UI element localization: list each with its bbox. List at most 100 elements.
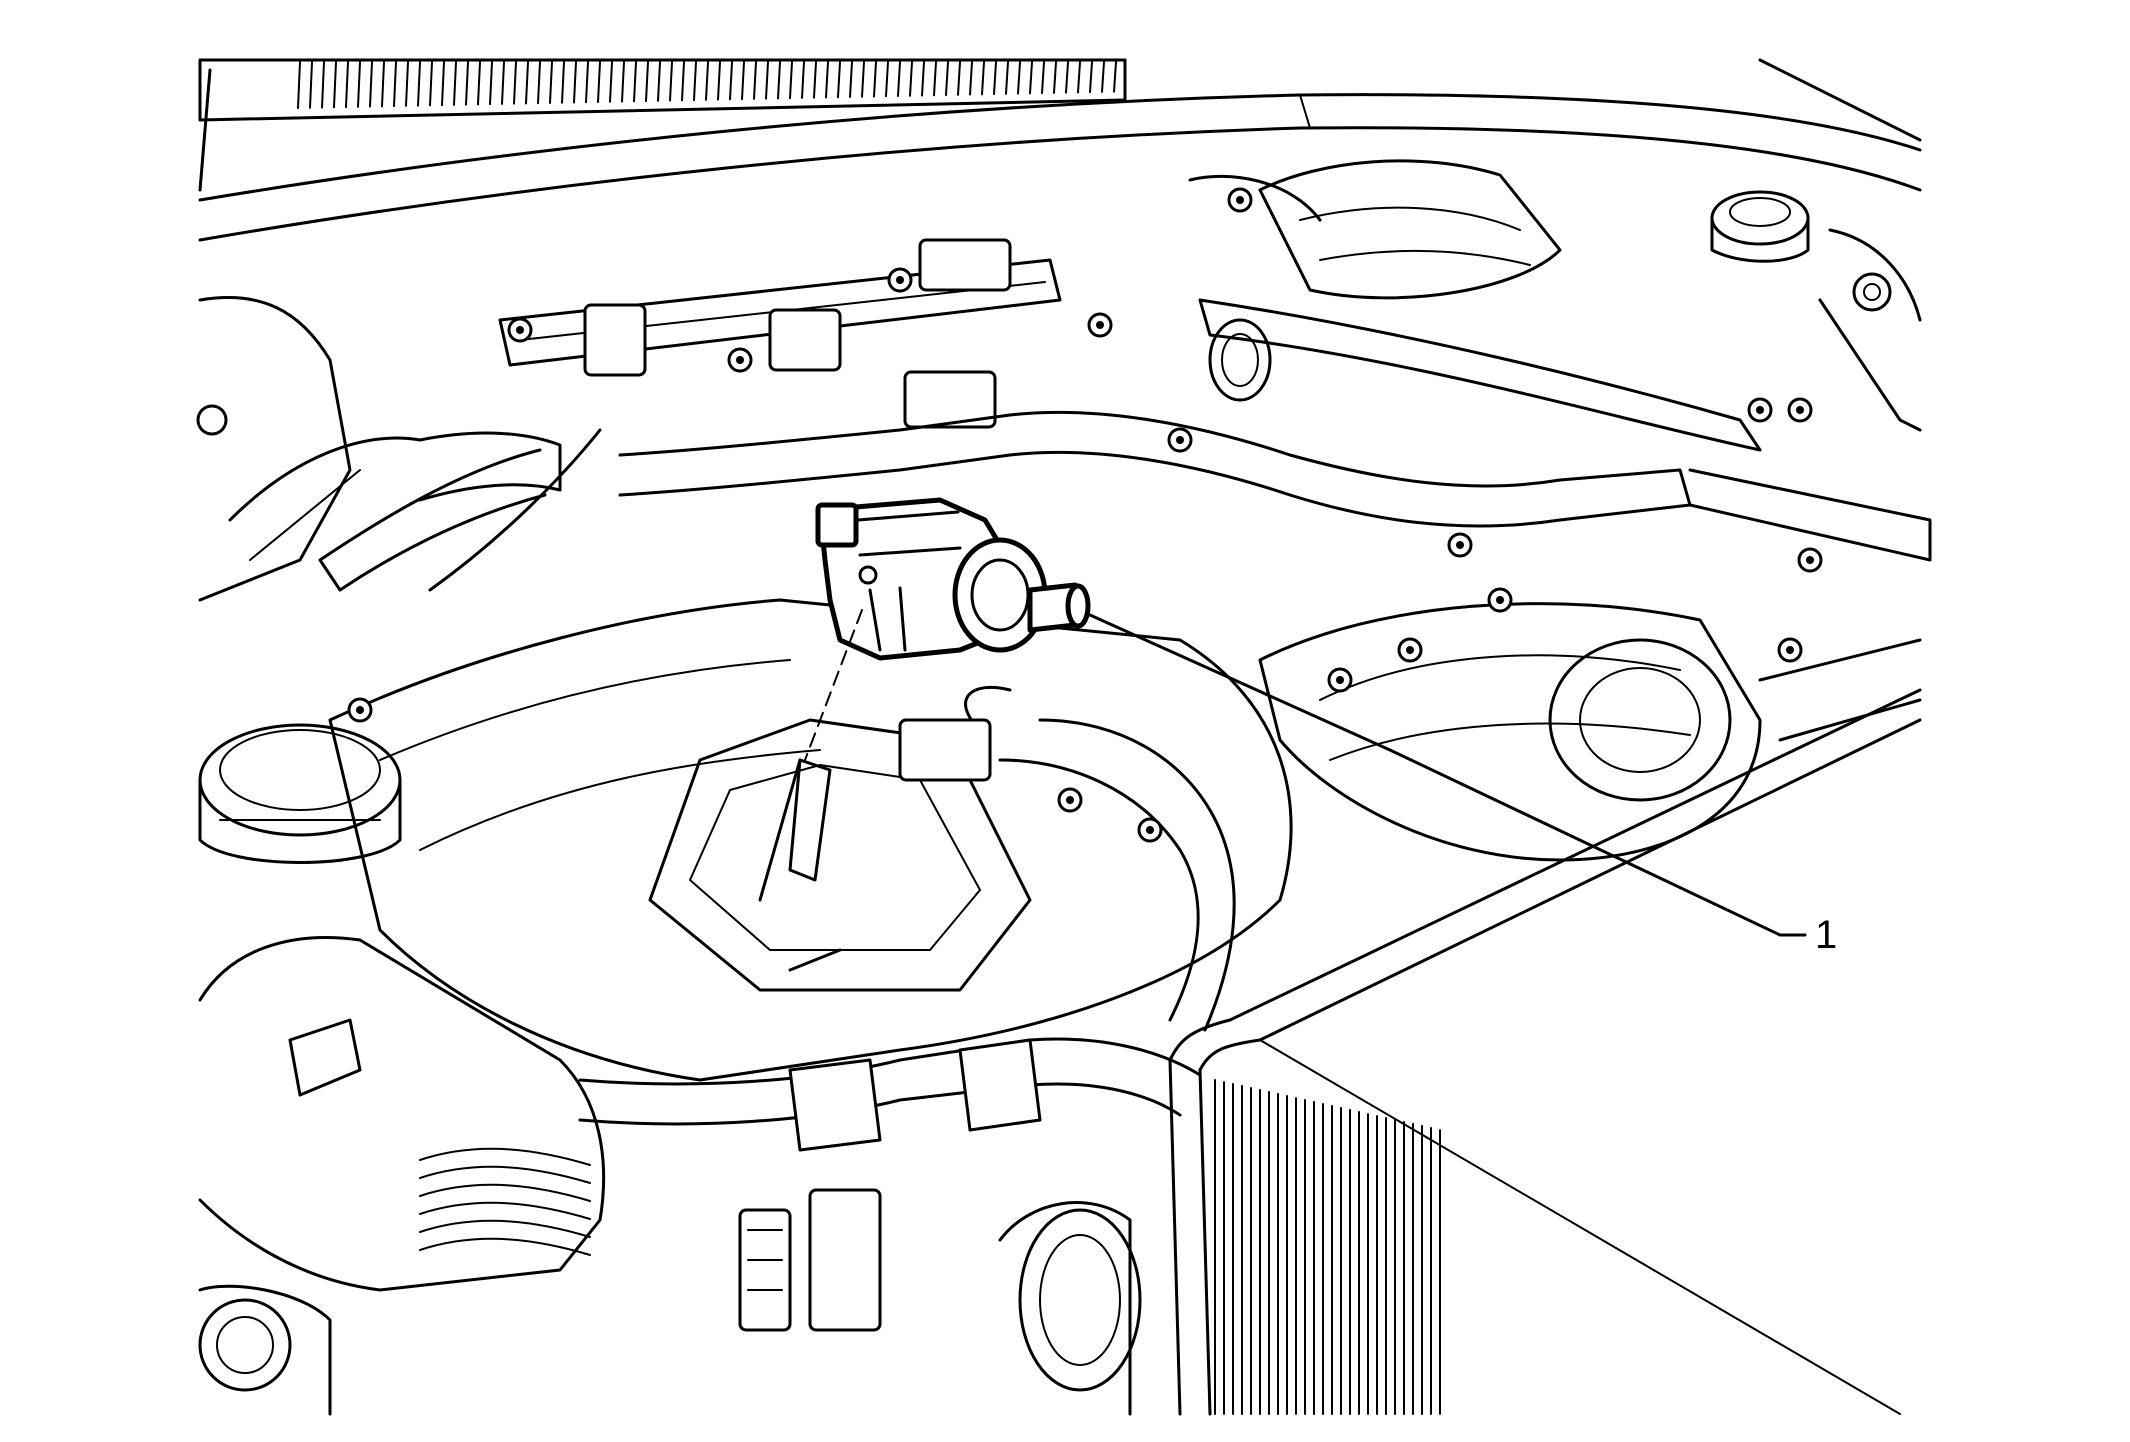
coolant-hose [418,410,1932,562]
grille-bar [753,61,757,100]
left-strut-tower [196,296,422,602]
grille-bar [897,61,901,97]
grille-bar [717,61,721,101]
grille-bar [705,61,709,101]
engine-cover [328,598,1293,1082]
bolt-center [1786,646,1794,654]
left-hoses [318,428,602,592]
grille-bar [525,61,529,105]
oil-filler-cap [198,723,402,864]
grille-bar [729,61,733,101]
grille-bar [321,61,325,109]
grille-bar [573,61,577,104]
grille-bar [1029,61,1033,95]
grille-bar [537,61,541,105]
grille-bar [393,61,397,108]
grille-bar [489,61,493,106]
mounting-bracket [758,758,842,972]
bolt-center [1146,826,1154,834]
grille-bar [813,61,817,99]
grille-bar [333,61,337,109]
bolt-center [736,356,744,364]
wiring-harness [578,685,1236,1152]
grille-bar [657,61,661,102]
bolt-center [1406,646,1414,654]
grille-bar [1017,61,1021,95]
grille-bar [645,61,649,103]
grille-bar [453,61,457,106]
grille-bar [609,61,613,103]
grille-bar [309,61,313,109]
radiator-grille [198,58,1127,192]
grille-bar [1077,61,1081,94]
grille-bar [933,61,937,97]
grille-bar [621,61,625,103]
diagram-frame [200,58,1920,1414]
tank-rib [419,1237,591,1256]
bolt-center [1496,596,1504,604]
fuel-rail [498,238,1062,429]
grille-bar [357,61,361,108]
grille-bar [801,61,805,99]
grille-bar [993,61,997,96]
grille-bar [1005,61,1009,95]
grille-bar [501,61,505,105]
bolt-center [1336,676,1344,684]
grille-bar [585,61,589,104]
bolt-center [1176,436,1184,444]
tank-rib [419,1219,591,1238]
grille-bar [789,61,793,100]
callout-leader-line [1088,613,1807,937]
grille-bar [441,61,445,107]
bolt-center [356,706,364,714]
grille-bar [417,61,421,107]
tank-rib [419,1201,591,1220]
grille-bar [849,61,853,98]
vacuum-hose [1198,298,1762,452]
callout-label-1: 1 [1815,913,1837,957]
grille-bar [681,61,685,102]
grille-bar [1089,61,1093,94]
grille-bar [477,61,481,106]
coolant-surge-tank [198,936,606,1416]
bolt [347,187,1823,843]
grille-bar [549,61,553,104]
electrical-connector [738,718,1142,1416]
grille-bar [885,61,889,98]
grille-bar [957,61,961,96]
grille-bar [381,61,385,108]
right-strut-tower [1818,228,1922,432]
grille-bar [513,61,517,105]
bolt-center [1066,796,1074,804]
grille-bar [741,61,745,101]
bolt-center [1756,406,1764,414]
grille-bar [969,61,973,96]
alignment-line [804,609,863,761]
grille-bar [669,61,673,102]
air-intake-duct [1188,159,1562,402]
grille-bar [369,61,373,108]
grille-bar [909,61,913,97]
grille-bar [1053,61,1057,94]
tank-rib [419,1165,591,1184]
grille-bar [861,61,865,98]
grille-bar [693,61,697,102]
grille-bar [1041,61,1045,95]
grille-bar [945,61,949,97]
grille-bar [633,61,637,103]
tank-rib [419,1147,591,1166]
grille-bar [297,61,301,109]
grille-bar [1065,61,1069,94]
grille-bar [597,61,601,103]
grille-bar [981,61,985,96]
bolt-center [1456,541,1464,549]
grille-bar [825,61,829,99]
grille-bar [345,61,349,109]
bolt-center [1236,196,1244,204]
air-cleaner-box [1168,688,1922,1416]
bolt-center [1796,406,1804,414]
grille-bar [777,61,781,100]
grille-bar [561,61,565,104]
grille-bar [921,61,925,97]
